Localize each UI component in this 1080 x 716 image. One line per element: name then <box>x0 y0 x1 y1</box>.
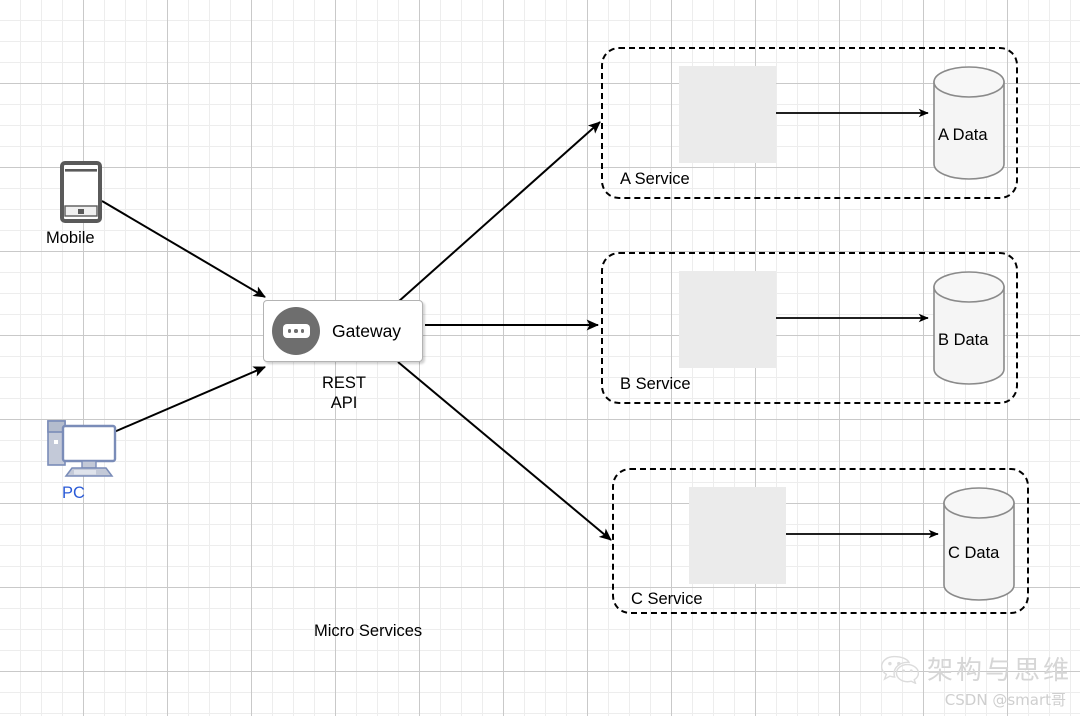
database-label-a-data: A Data <box>938 126 988 144</box>
connector-mobile-to-gateway <box>101 200 266 298</box>
database-label-b-data: B Data <box>938 331 989 349</box>
connector-pc-to-gateway <box>113 366 266 433</box>
gateway-dots-icon <box>272 307 320 355</box>
watermark-brand-text: 架构与思维 <box>926 656 1072 686</box>
gateway-sublabel-line2: API <box>330 394 358 413</box>
desktop-computer-icon <box>47 420 117 477</box>
service-icon-backdrop-b <box>679 271 776 368</box>
service-icon-backdrop-a <box>679 66 776 163</box>
service-container-b[interactable] <box>601 252 1018 404</box>
diagram-caption: Micro Services <box>314 622 423 640</box>
watermark-credit: CSDN @smart哥 <box>944 691 1066 709</box>
watermark-brand-row: 架构与思维 <box>880 650 1072 687</box>
service-label-b: B Service <box>620 375 691 393</box>
database-label-c-data: C Data <box>948 544 1000 562</box>
connector-gateway-to-c-service <box>397 361 612 541</box>
watermark: 架构与思维 CSDN @smart哥 <box>880 650 1072 710</box>
service-label-c: C Service <box>631 590 703 608</box>
service-container-c[interactable] <box>612 468 1029 614</box>
mobile-phone-icon <box>60 161 102 223</box>
service-label-a: A Service <box>620 170 690 188</box>
wechat-icon <box>880 655 919 684</box>
service-container-a[interactable] <box>601 47 1018 199</box>
connector-gateway-to-a-service <box>397 121 601 303</box>
gateway-label: Gateway <box>332 320 402 341</box>
gateway-node[interactable]: Gateway <box>263 300 423 362</box>
client-label-pc: PC <box>62 484 85 502</box>
gateway-sublabel: REST API <box>300 373 388 413</box>
service-icon-backdrop-c <box>689 487 786 584</box>
gateway-sublabel-line1: REST <box>321 374 366 392</box>
client-label-mobile: Mobile <box>46 229 95 247</box>
